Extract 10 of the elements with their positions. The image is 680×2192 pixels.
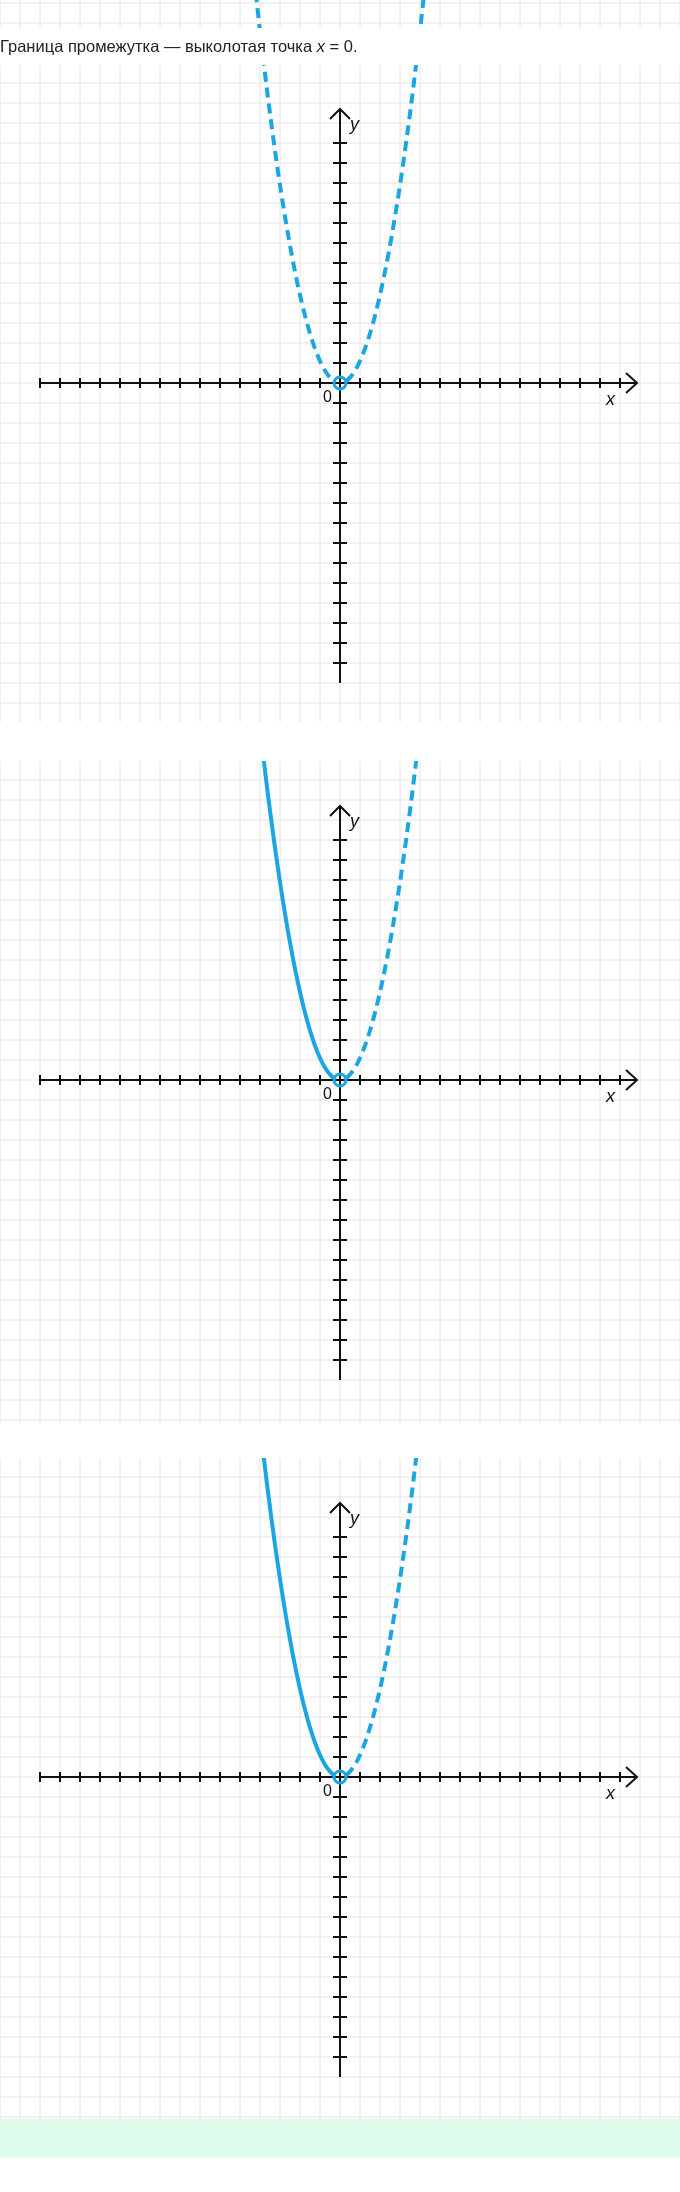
axis-label: x bbox=[606, 1086, 615, 1107]
origin-label: 0 bbox=[323, 1782, 332, 1800]
axis-label: y bbox=[350, 811, 359, 832]
axis-label: y bbox=[350, 1508, 359, 1529]
origin-label: 0 bbox=[323, 388, 332, 406]
axis-label: y bbox=[350, 114, 359, 135]
origin-label: 0 bbox=[323, 1085, 332, 1103]
axis-label: x bbox=[606, 389, 615, 410]
axis-label: x bbox=[606, 1783, 615, 1804]
title: Граница промежутка — выколотая точка x = 0. bbox=[0, 36, 358, 56]
